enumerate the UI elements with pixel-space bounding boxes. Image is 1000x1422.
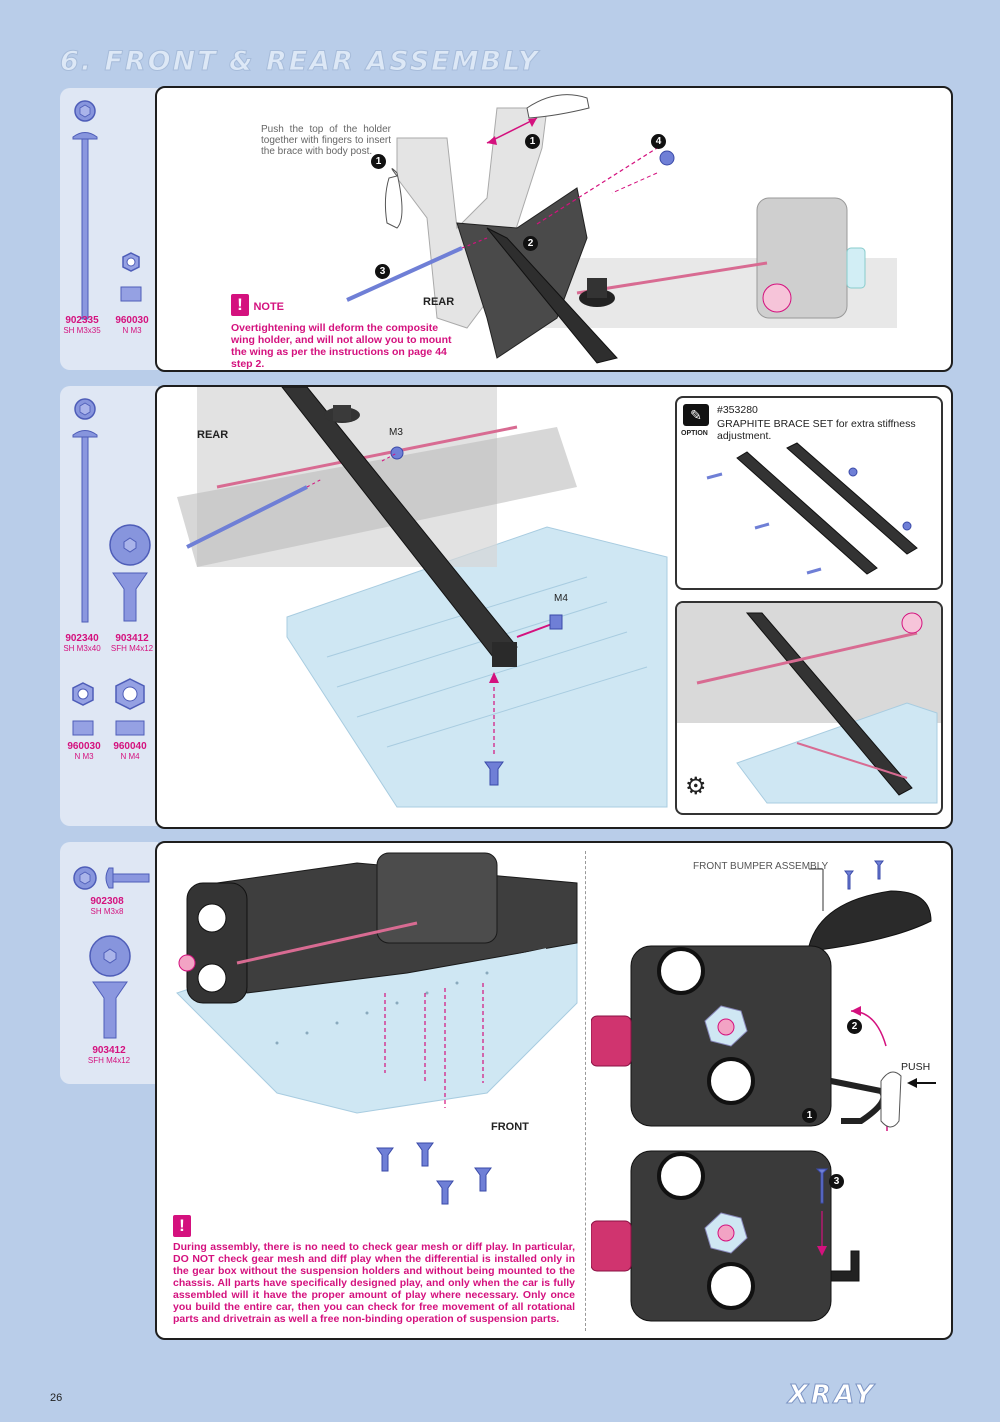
assembled-brace-illustration: [677, 603, 941, 804]
rear-label: REAR: [423, 296, 455, 308]
option-code: #353280: [717, 404, 758, 416]
step-marker: 1: [802, 1108, 817, 1123]
note-header: ! NOTE: [231, 294, 284, 316]
step-marker: 2: [523, 236, 538, 251]
page-title: 6. FRONT & REAR ASSEMBLY: [60, 46, 540, 78]
option-badge: OPTION: [681, 430, 708, 437]
step-marker: 1: [525, 134, 540, 149]
step-marker: 4: [651, 134, 666, 149]
option-title: GRAPHITE BRACE SET for extra stiffness a…: [717, 418, 916, 442]
brand-logo: XRAY: [787, 1380, 877, 1411]
step-panel-2: REAR M3 M4 ✎ OPTION #353280 GRAPHITE BRA…: [155, 385, 953, 829]
warning-icon: !: [173, 1215, 191, 1237]
m4-callout: M4: [554, 593, 568, 604]
divider: [585, 851, 586, 1331]
step-marker: 1: [371, 154, 386, 169]
step-marker: 2: [847, 1019, 862, 1034]
m3-callout: M3: [389, 427, 403, 438]
step-marker: 3: [829, 1174, 844, 1189]
thumbs-up-icon: ✎: [683, 404, 709, 426]
parts-sidebar-2: [60, 386, 158, 826]
front-label: FRONT: [491, 1121, 529, 1133]
instruction-text: Push the top of the holder together with…: [261, 124, 391, 157]
rear-brace-illustration: [177, 387, 668, 808]
parts-icons-1: [72, 100, 142, 320]
note-text: Overtightening will deform the composite…: [231, 322, 452, 370]
note-text: During assembly, there is no need to che…: [173, 1241, 575, 1325]
step-panel-1: Push the top of the holder together with…: [155, 86, 953, 372]
wing-holder-illustration: [346, 94, 897, 364]
assembled-detail-panel: ⚙: [675, 601, 943, 815]
graphite-brace-set-illustration: [706, 442, 918, 575]
gear-check-icon: ⚙: [685, 773, 707, 800]
parts-icons-2: [72, 398, 151, 736]
parts-icons-3: [73, 866, 150, 1039]
push-label: PUSH: [901, 1061, 931, 1073]
front-bumper-illustration: [591, 860, 936, 1322]
step-marker: 3: [375, 264, 390, 279]
warning-icon: !: [231, 294, 249, 316]
option-panel: ✎ OPTION #353280 GRAPHITE BRACE SET for …: [675, 396, 943, 590]
rear-label: REAR: [197, 429, 229, 441]
bumper-label: FRONT BUMPER ASSEMBLY: [693, 861, 829, 872]
page-number: 26: [50, 1392, 63, 1404]
step-panel-3: FRONT ! During assembly, there is no nee…: [155, 841, 953, 1340]
front-assembly-illustration: [176, 852, 578, 1205]
